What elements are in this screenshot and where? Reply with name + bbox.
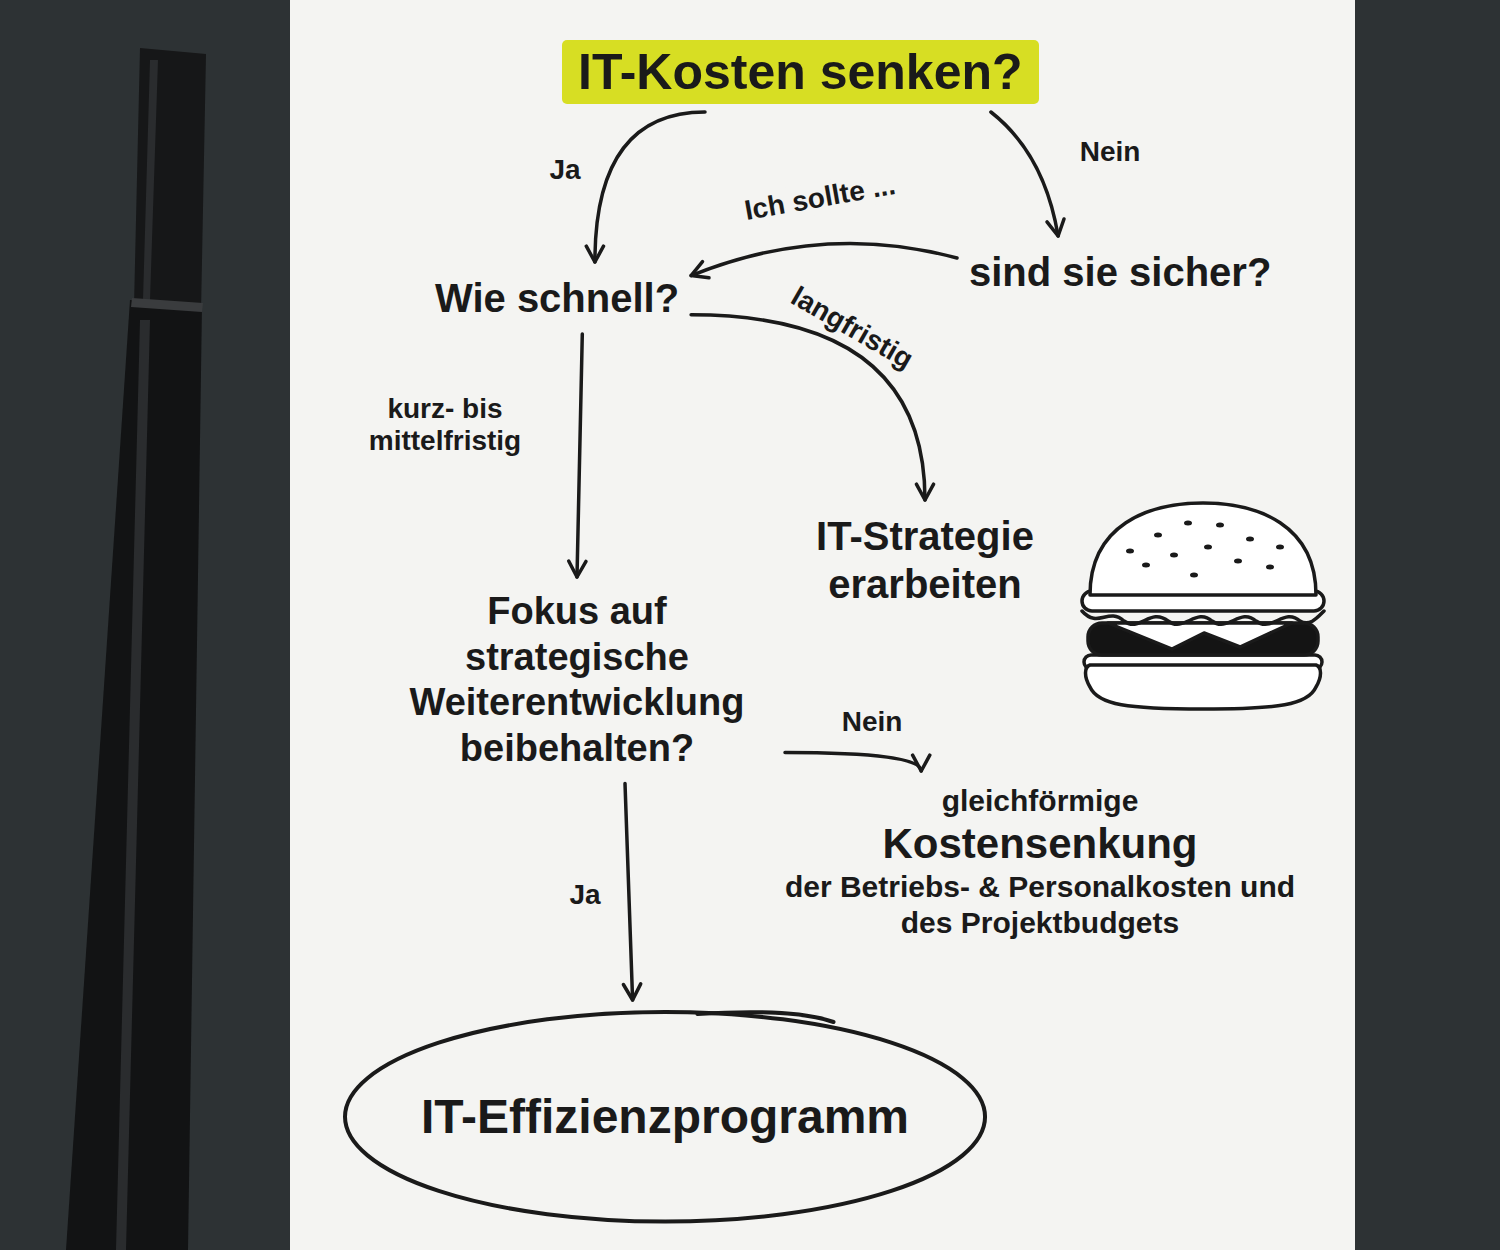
arrow-line [991, 112, 1058, 236]
arrow-line [577, 334, 582, 577]
edge-label: kurz- bis mittelfristig [326, 393, 564, 457]
node-text: IT-Effizienzprogramm [421, 1088, 909, 1146]
ellipse-line [345, 1012, 985, 1222]
arrow-head [1047, 219, 1064, 236]
start-question: IT-Kosten senken? [562, 40, 1039, 104]
decision-text: Wie schnell? [431, 270, 683, 326]
result-ellipse: IT-Effizienzprogramm [341, 1008, 989, 1226]
node-subtext: Kostensenkung [774, 819, 1306, 869]
flow-arrow [785, 753, 930, 772]
edge-label: Ja [565, 879, 604, 911]
flow-arrow [691, 243, 957, 277]
decision-text: Fokus auf strategische Weiterentwicklung… [377, 585, 777, 775]
node-text: sind sie sicher? [969, 248, 1271, 296]
arrow-head [623, 984, 640, 1000]
node-text: gleichförmige [774, 783, 1306, 819]
paper-card [290, 0, 1355, 1250]
node-text: Wie schnell? [435, 274, 679, 322]
arrow-head [913, 755, 930, 771]
arrow-line [625, 783, 633, 1000]
arrow-line [595, 112, 705, 262]
node-text: IT-Kosten senken? [578, 42, 1023, 102]
pen [66, 48, 206, 1250]
outcome-text: IT-Strategie erarbeiten [775, 508, 1075, 612]
arrow-head [916, 484, 933, 500]
burger-illustration [1082, 503, 1324, 709]
edge-label: Ja [545, 154, 584, 186]
node-text: IT-Strategie erarbeiten [779, 512, 1071, 608]
node-text: Fokus auf strategische Weiterentwicklung… [381, 589, 773, 771]
decision-text: sind sie sicher? [965, 244, 1275, 300]
ellipse-overlap-stroke [697, 1012, 833, 1022]
outcome-text: gleichförmigeKostensenkungder Betriebs- … [770, 779, 1310, 945]
arrow-head [569, 561, 586, 577]
flow-arrow [586, 112, 705, 262]
edge-label: Nein [1076, 136, 1145, 168]
edge-label: Nein [838, 706, 907, 738]
arrow-line [785, 753, 921, 772]
arrow-line [691, 243, 957, 275]
node-subtext: der Betriebs- & Personalkosten und des P… [774, 869, 1306, 941]
arrow-head [586, 246, 603, 262]
flow-arrow [991, 112, 1064, 236]
flow-arrow [623, 783, 640, 1000]
edge-label: Ich sollte ... [738, 168, 902, 228]
edge-label: langfristig [782, 278, 922, 378]
flow-arrow [569, 334, 586, 577]
arrow-head [691, 262, 709, 278]
